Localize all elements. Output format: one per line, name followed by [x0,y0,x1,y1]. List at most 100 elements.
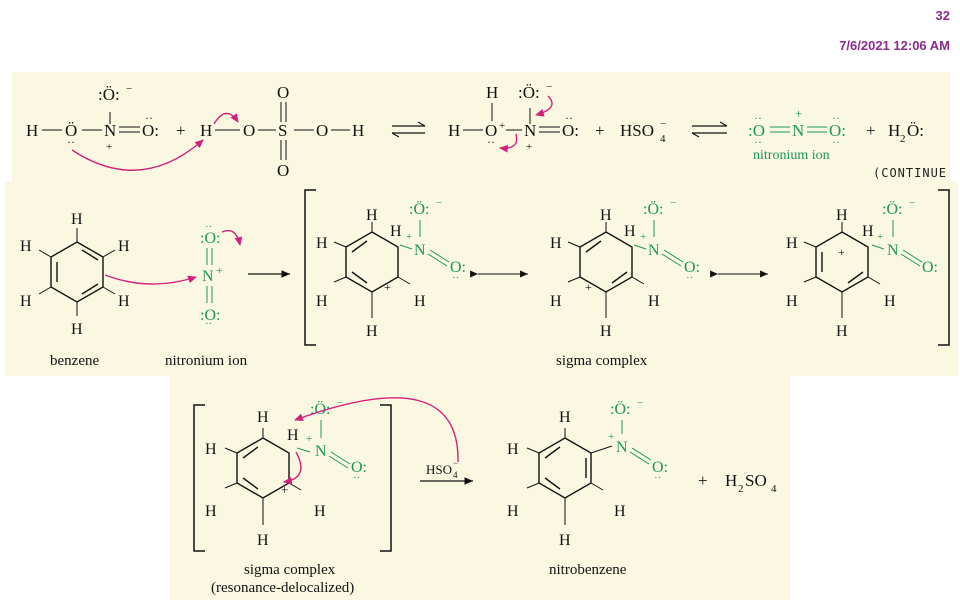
svg-text:H: H [366,207,378,224]
svg-text:H: H [316,235,328,252]
svg-text:H: H [550,293,562,310]
svg-text:··: ·· [832,111,840,125]
step1-panel [12,72,950,182]
svg-text:2: 2 [900,133,906,145]
svg-text:S: S [278,121,287,140]
svg-text:H: H [316,293,328,310]
svg-text:+: + [640,231,646,243]
svg-text::Ö:: :Ö: [610,400,630,418]
svg-text:O:: O: [351,459,367,476]
svg-text:H: H [786,235,798,252]
svg-text:O: O [316,121,328,140]
svg-text::O: :O [748,121,765,140]
svg-text:H: H [624,223,636,240]
svg-text:··: ·· [686,272,693,284]
sigma-complex-delocalized: + H H H H H H + N :Ö: − O: ·· [205,397,459,549]
svg-text:H: H [786,293,798,310]
svg-text::Ö:: :Ö: [882,200,902,218]
nitrobenzene: H H H H H + N :Ö: − O: ·· [507,397,668,549]
svg-text:H: H [118,293,130,310]
slide-number: 32 [935,8,950,23]
svg-text:··: ·· [487,135,495,149]
svg-text:H: H [836,323,848,340]
nitric-acid: H Ö ·· N + O: ·· :Ö: − [26,83,204,171]
svg-text:+: + [526,141,532,153]
svg-text:··: ·· [205,318,212,330]
reagent-arrow-step3: HSO 4 − [420,458,473,485]
svg-text:O: O [277,83,289,102]
svg-text:+: + [106,141,112,153]
sulfuric-acid: H O S O O O H [200,83,364,180]
svg-text:··: ·· [565,111,573,125]
svg-text:H: H [559,409,571,426]
svg-text:H: H [550,235,562,252]
svg-text:O:: O: [450,259,466,276]
plus-sign-step3: + [698,471,708,490]
reagent-hso4-subscript: 4 [453,470,458,480]
svg-text:H: H [287,427,299,444]
svg-text:O:: O: [922,259,938,276]
slide-datetime: 7/6/2021 12:06 AM [839,38,950,53]
svg-text:H: H [448,121,460,140]
svg-text:H: H [352,121,364,140]
continue-label: (CONTINUE [873,166,947,180]
svg-text:H: H [600,207,612,224]
svg-text:H: H [600,323,612,340]
svg-text:H: H [725,471,737,490]
svg-text:−: − [546,81,552,93]
reagent-hso4-charge: − [453,458,458,468]
svg-text:H: H [205,441,217,458]
svg-text:N: N [315,443,327,460]
svg-text:O:: O: [829,121,846,140]
step2-panel [5,182,958,376]
svg-text:H: H [507,441,519,458]
svg-text:N: N [524,121,536,140]
svg-text::Ö:: :Ö: [518,83,540,102]
svg-text:H: H [884,293,896,310]
nitronium-ion-1: :O ·· ·· N + O: ·· ·· [748,106,846,149]
svg-text:O:: O: [142,121,159,140]
svg-text:+: + [877,231,883,243]
svg-text:H: H [205,503,217,520]
sigma-complex-brackets [304,189,950,346]
svg-text:H: H [507,503,519,520]
nitronium-ion-2: :O: ·· N + :O: ·· [200,221,243,330]
svg-text:H: H [390,223,402,240]
svg-text:H: H [26,121,38,140]
svg-text:−: − [909,197,915,209]
svg-text:O:: O: [684,259,700,276]
svg-text:O: O [485,121,497,140]
svg-text:+: + [795,106,802,121]
svg-text:··: ·· [353,472,360,484]
svg-text:··: ·· [452,272,459,284]
svg-text:H: H [648,293,660,310]
svg-text:+: + [384,280,391,294]
sigma-complex-c: + H H H H H H + N :Ö: − O: [786,197,938,340]
svg-text:H: H [486,83,498,102]
svg-text:H: H [71,321,83,338]
svg-text:··: ·· [754,111,762,125]
svg-text:H: H [118,238,130,255]
sigma-complex-label: sigma complex [556,353,648,369]
hso4-charge: − [660,118,666,130]
svg-text:H: H [20,238,32,255]
svg-text:H: H [414,293,426,310]
svg-text:H: H [888,121,900,140]
nitronium-ion-label-1: nitronium ion [753,148,830,163]
svg-text:2: 2 [738,483,744,495]
svg-text:H: H [257,409,269,426]
svg-text:−: − [436,197,442,209]
svg-text:+: + [499,120,505,132]
sigma-complex-label-line1: sigma complex [244,562,336,578]
equilibrium-arrow-2 [691,121,728,138]
sulfuric-acid-product: H 2 SO 4 [725,471,777,495]
svg-text:H: H [314,503,326,520]
equilibrium-arrow-1 [391,121,426,138]
sigma-complex-label-line2: (resonance-delocalized) [211,580,354,596]
svg-text:··: ·· [832,135,840,149]
nitronium-ion-label-2: nitronium ion [165,353,248,369]
protonated-nitric-acid: H O + ·· H N + O: ·· :Ö: − [448,81,579,153]
svg-text:+: + [585,280,592,294]
svg-text:H: H [20,293,32,310]
svg-text:N: N [616,439,628,456]
